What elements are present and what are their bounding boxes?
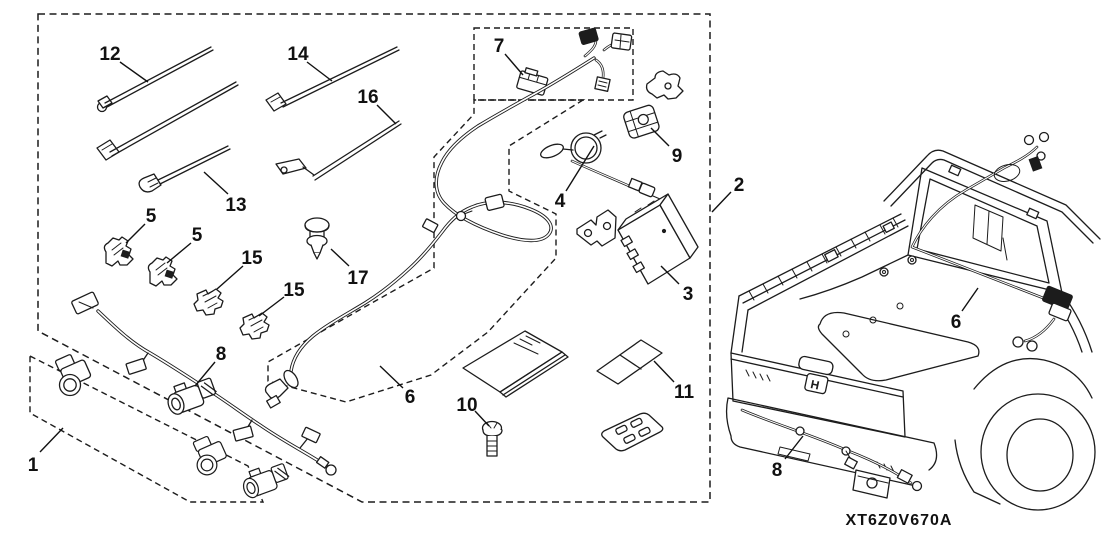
part-10-bolt: [481, 420, 503, 457]
svg-text:4: 4: [555, 191, 566, 212]
callout-5b: 5: [166, 225, 203, 264]
svg-text:6: 6: [951, 312, 962, 333]
part-5-clip-a: [103, 236, 134, 267]
svg-text:2: 2: [734, 175, 745, 196]
svg-text:9: 9: [672, 146, 683, 167]
svg-text:1: 1: [28, 455, 39, 476]
callout-17: 17: [330, 248, 369, 289]
template-sheet: [601, 412, 664, 452]
part-14-cable-tie: [265, 46, 400, 112]
svg-text:10: 10: [456, 395, 477, 416]
svg-text:5: 5: [192, 225, 203, 246]
callout-4: 4: [555, 145, 595, 212]
bed-harness-boundary: [267, 99, 586, 403]
part-17-push-clip: [304, 217, 330, 260]
callout-2: 2: [711, 175, 745, 213]
svg-text:12: 12: [99, 44, 120, 65]
svg-text:15: 15: [241, 248, 263, 269]
callout-5a: 5: [125, 206, 157, 244]
callout-9: 9: [650, 127, 683, 167]
svg-text:15: 15: [283, 280, 305, 301]
svg-text:6: 6: [405, 387, 416, 408]
svg-text:5: 5: [146, 206, 157, 227]
svg-text:11: 11: [674, 382, 695, 403]
part-9-retainer: [623, 70, 684, 139]
part-16-cable-tie: [275, 120, 402, 181]
part-4-clamp-wire: [540, 130, 661, 200]
callout-8-kit: 8: [194, 344, 227, 387]
callout-13: 13: [203, 171, 247, 216]
callout-6-truck: 6: [951, 287, 979, 333]
svg-text:7: 7: [494, 36, 505, 57]
part-13-cable-tie: [138, 145, 231, 193]
cable-tie-middle: [96, 81, 239, 161]
subharness-connectors: [578, 27, 633, 92]
svg-text:3: 3: [683, 284, 694, 305]
svg-text:17: 17: [347, 268, 368, 289]
callout-15b: 15: [258, 280, 305, 317]
mount-bracket: [576, 209, 617, 247]
callout-8-truck: 8: [772, 435, 804, 481]
instruction-booklet: [462, 330, 569, 398]
callout-14: 14: [287, 44, 333, 82]
honda-logo: H: [809, 377, 820, 392]
callout-7: 7: [494, 36, 524, 76]
part-12-cable-tie: [96, 46, 214, 113]
svg-text:8: 8: [216, 344, 227, 365]
kit-boundary-box: [37, 13, 711, 503]
svg-text:14: 14: [287, 44, 309, 65]
truck-illustration: H: [725, 131, 1101, 511]
subharness-boundary: [473, 27, 634, 101]
part-8-harness-kit: [71, 291, 337, 476]
svg-text:16: 16: [357, 87, 378, 108]
part-6-harness-kit: [264, 56, 596, 409]
callout-10: 10: [456, 395, 490, 427]
callout-1: 1: [28, 427, 64, 476]
svg-text:13: 13: [225, 195, 246, 216]
callout-12: 12: [99, 44, 149, 83]
callouts: 12 14 16 13 5 5 15 15 17 7 9 2 4 3 8 6 1…: [28, 36, 979, 481]
callout-6-kit: 6: [379, 365, 416, 408]
part-3-control-unit: [617, 193, 699, 285]
callout-3: 3: [660, 265, 694, 305]
callout-11: 11: [653, 360, 695, 403]
callout-15a: 15: [216, 248, 263, 290]
callout-16: 16: [357, 87, 397, 125]
diagram-part-code: XT6Z0V670A: [846, 512, 953, 529]
part-5-clip-b: [147, 256, 178, 287]
part-7-connector: [516, 67, 549, 96]
part-1-sensor-set: [54, 353, 290, 501]
part-11-label: [596, 339, 663, 385]
part-15-clip-a: [193, 288, 224, 316]
svg-text:8: 8: [772, 460, 783, 481]
part-15-clip-b: [239, 312, 270, 340]
